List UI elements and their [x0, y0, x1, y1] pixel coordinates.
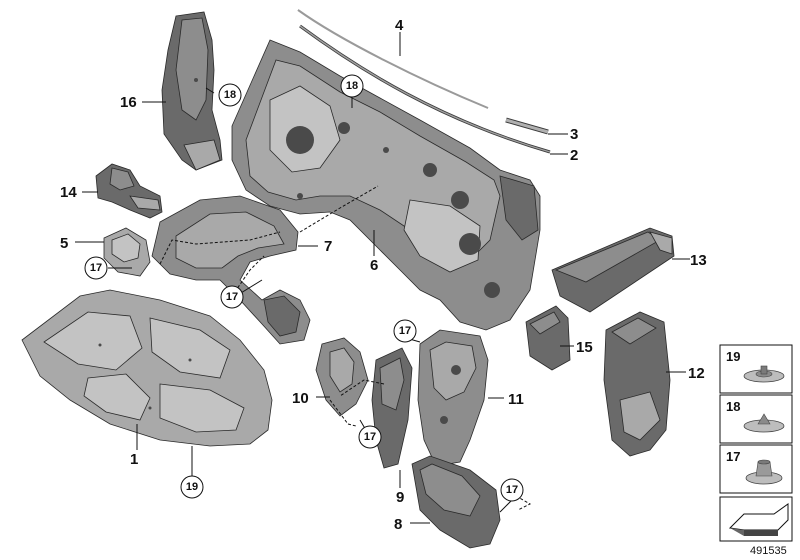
svg-text:17: 17	[90, 262, 102, 274]
svg-text:18: 18	[224, 89, 236, 101]
part-14-bracket	[95, 163, 163, 219]
callout-16: 16	[120, 94, 137, 111]
circle-callout-17-arch: 17	[220, 285, 244, 309]
circle-callout-18-upper-center: 18	[340, 74, 364, 98]
callout-10: 10	[292, 390, 309, 407]
callout-3: 3	[570, 126, 578, 143]
fastener-box-19: 19	[719, 344, 793, 394]
callout-2: 2	[570, 147, 578, 164]
callout-14: 14	[60, 184, 77, 201]
part-1-underbody-panel	[21, 289, 273, 447]
part-4-seal-strip	[297, 9, 489, 109]
callout-7: 7	[324, 238, 332, 255]
fastener-legend: 19 18 17	[719, 344, 793, 542]
callout-8: 8	[394, 516, 402, 533]
circle-callout-17-left: 17	[84, 256, 108, 280]
circle-callout-17-center: 17	[393, 319, 417, 343]
callout-1: 1	[130, 451, 138, 468]
part-6-bulkhead	[231, 39, 541, 331]
circle-callout-17-lower: 17	[358, 425, 382, 449]
svg-text:17: 17	[364, 431, 376, 443]
part-13-insulation-block	[551, 227, 675, 313]
part-15-insulation-block	[525, 305, 571, 371]
part-16-insulation-panel	[161, 11, 223, 171]
part-5-pad	[103, 227, 151, 277]
callout-4: 4	[395, 17, 404, 34]
callout-11: 11	[508, 391, 524, 408]
callout-12: 12	[688, 365, 705, 382]
part-3-seal-strip	[505, 117, 549, 135]
svg-text:18: 18	[346, 80, 358, 92]
part-12-insulation-block	[603, 311, 671, 457]
svg-text:17: 17	[226, 291, 238, 303]
svg-text:19: 19	[726, 349, 740, 364]
circled-callouts: 18 18 17 17 17 17 17 19	[84, 74, 524, 502]
part-7-wheel-arch-insulation	[151, 195, 311, 345]
circle-callout-19: 19	[180, 475, 204, 499]
callout-6: 6	[370, 257, 378, 274]
callout-9: 9	[396, 489, 404, 506]
part-8-lower-insulation	[411, 455, 501, 549]
orientation-arrow-box	[719, 496, 793, 542]
svg-text:17: 17	[506, 484, 518, 496]
svg-text:19: 19	[186, 481, 198, 493]
part-10-insulation-strip	[315, 337, 369, 417]
fastener-box-17: 17	[719, 444, 793, 494]
svg-text:18: 18	[726, 399, 740, 414]
callout-numbers: 4 3 2 16 14 5 7 6 13 15 12 11 10 9 8 1	[60, 17, 707, 533]
part-9-pillar-insulation	[371, 347, 413, 469]
fastener-box-18: 18	[719, 394, 793, 444]
document-number: 491535	[750, 545, 787, 557]
callout-15: 15	[576, 339, 593, 356]
svg-text:17: 17	[399, 325, 411, 337]
part-2-seal-strip	[299, 24, 551, 154]
callout-13: 13	[690, 252, 707, 269]
circle-callout-17-right: 17	[500, 478, 524, 502]
callout-5: 5	[60, 235, 68, 252]
part-11-side-insulation	[417, 329, 489, 467]
circle-callout-18-upper-left: 18	[218, 83, 242, 107]
svg-text:17: 17	[726, 449, 740, 464]
